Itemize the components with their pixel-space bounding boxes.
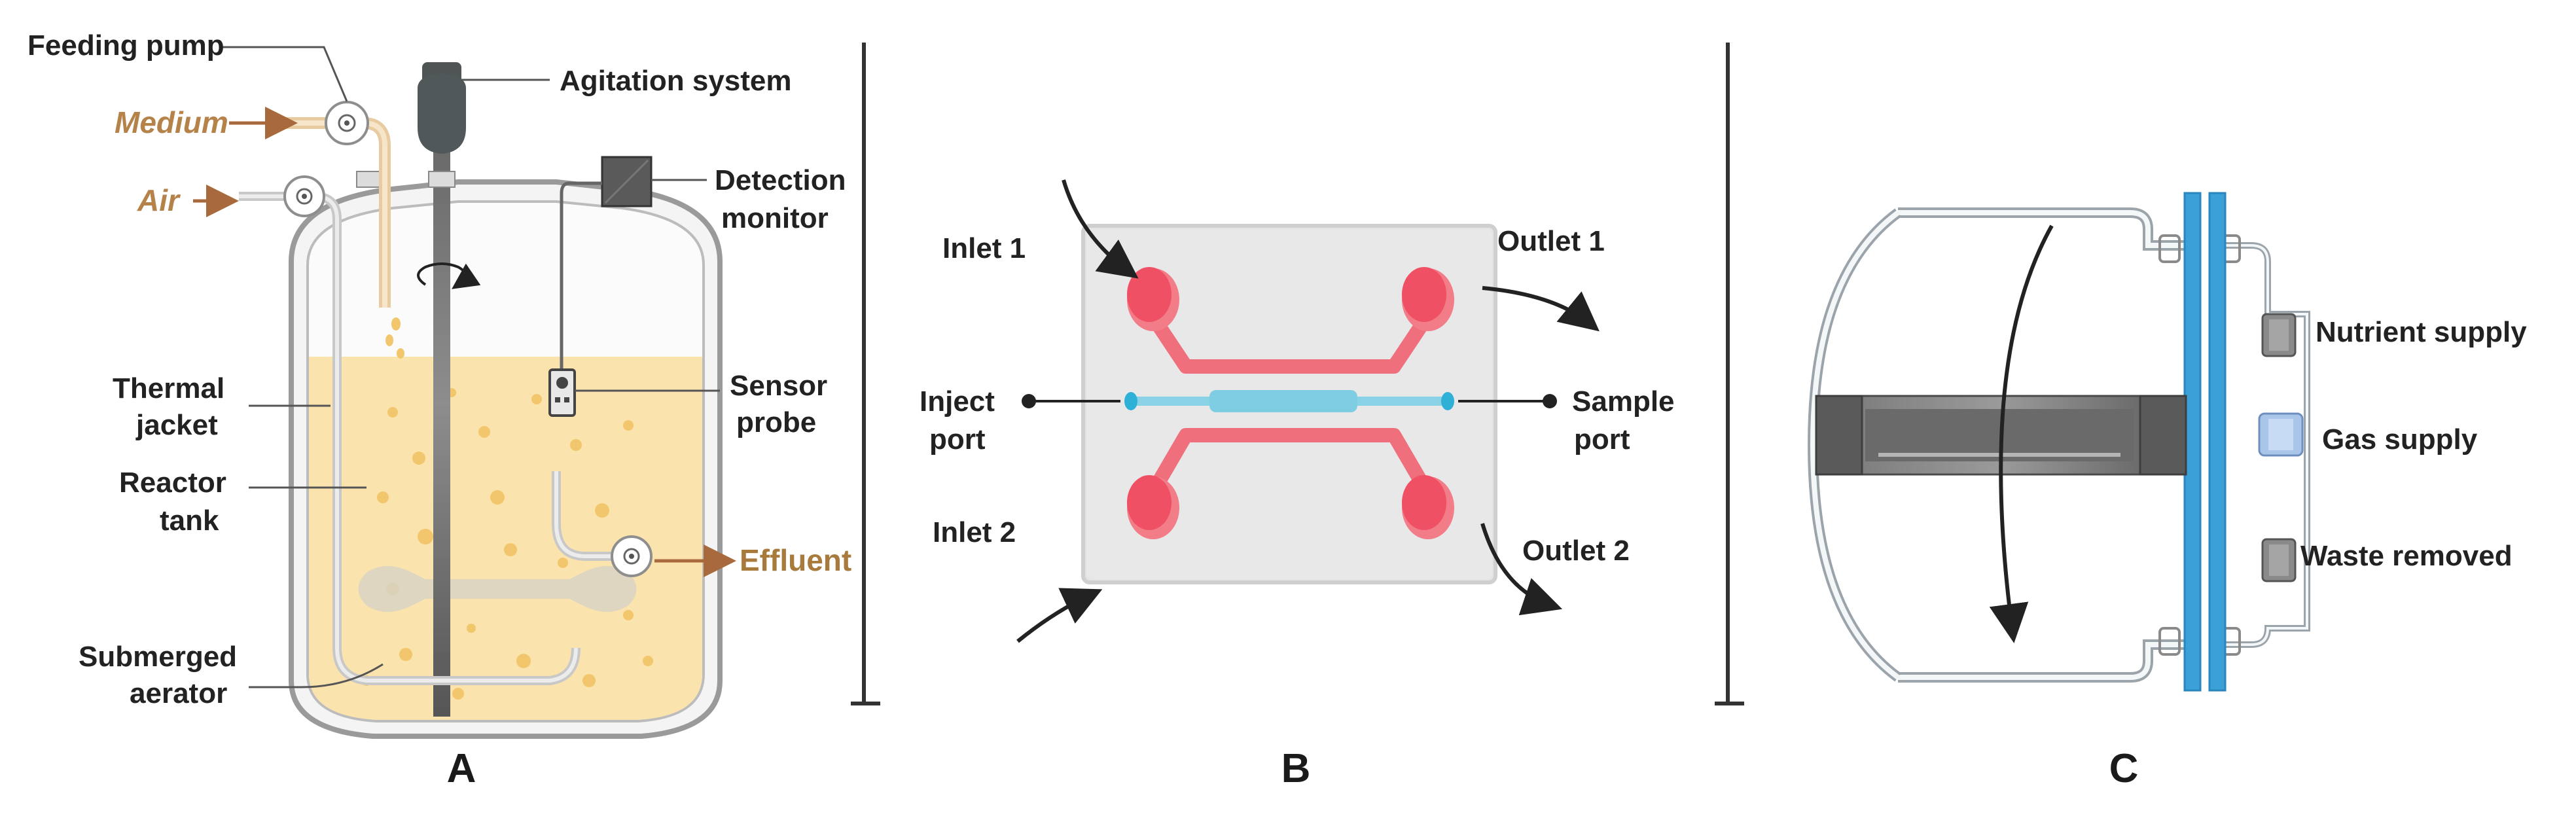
label-jacket: jacket — [135, 409, 218, 441]
label-inlet-2: Inlet 2 — [933, 516, 1016, 548]
gas-port — [2258, 412, 2304, 457]
motor-body — [418, 73, 466, 154]
label-gas-supply: Gas supply — [2322, 423, 2478, 455]
plate-right — [2208, 192, 2227, 692]
label-probe: probe — [736, 406, 816, 438]
label-sample: Sample — [1572, 385, 1675, 418]
label-agitation-system: Agitation system — [560, 65, 792, 97]
label-medium: Medium — [115, 105, 228, 139]
panel-letter-c: C — [2109, 746, 2139, 791]
label-nutrient-supply: Nutrient supply — [2316, 316, 2527, 348]
culture-medium — [309, 357, 702, 720]
panel-c-rotating-vessel: Nutrient supply Gas supply Waste removed… — [1807, 192, 2527, 791]
agitator-shaft — [433, 147, 450, 717]
divider-1 — [851, 43, 880, 705]
label-outlet-1: Outlet 1 — [1497, 225, 1605, 257]
label-sample-port: port — [1574, 423, 1630, 455]
outlet-1-arrow — [1482, 286, 1600, 332]
label-effluent: Effluent — [740, 543, 851, 577]
impeller — [358, 566, 637, 612]
pump-effluent — [611, 535, 653, 577]
outlet-2-arrow — [1480, 523, 1563, 616]
leader-aerator — [249, 663, 384, 688]
label-sensor: Sensor — [730, 370, 827, 402]
label-monitor: monitor — [721, 202, 829, 234]
label-outlet-2: Outlet 2 — [1522, 535, 1630, 567]
label-inject: Inject — [920, 385, 995, 418]
drum-bottom — [1898, 639, 2200, 683]
label-submerged: Submerged — [79, 641, 237, 673]
monitor-cable — [560, 181, 602, 370]
panel-a-bioreactor: Feeding pump Medium Air Agitation system… — [27, 29, 851, 791]
panel-b-chip: Inlet 1 Outlet 1 Inject port Sample port… — [920, 179, 1675, 791]
leader-feeding-pump — [223, 46, 348, 102]
red-ports — [1127, 267, 1454, 539]
blue-channel — [1124, 390, 1454, 412]
rotation-arrow — [417, 262, 481, 289]
rotation-arrow-c — [1989, 224, 2054, 643]
label-air: Air — [137, 183, 181, 217]
port-shaft — [428, 171, 456, 188]
panel-letter-a: A — [447, 746, 476, 791]
label-detection: Detection — [715, 164, 846, 196]
label-inject-port: port — [929, 423, 986, 455]
medium-drops — [385, 317, 404, 359]
nutrient-port — [2261, 313, 2297, 357]
label-aerator: aerator — [130, 677, 227, 709]
pump-medium — [325, 101, 369, 145]
label-tank: tank — [160, 505, 219, 537]
sensor-probe — [548, 368, 576, 417]
pump-air — [283, 175, 325, 217]
label-inlet-1: Inlet 1 — [942, 232, 1026, 264]
label-reactor: Reactor — [119, 467, 226, 499]
label-feeding-pump: Feeding pump — [27, 29, 224, 62]
inlet-1-arrow — [1062, 179, 1139, 279]
panel-letter-b: B — [1281, 746, 1311, 791]
waste-port — [2261, 538, 2297, 582]
label-waste-removed: Waste removed — [2300, 540, 2513, 572]
red-channels — [1140, 303, 1440, 507]
label-thermal: Thermal — [113, 372, 224, 404]
plate-left — [2183, 192, 2202, 692]
inlet-2-arrow — [1016, 588, 1103, 643]
divider-2 — [1715, 43, 1744, 705]
